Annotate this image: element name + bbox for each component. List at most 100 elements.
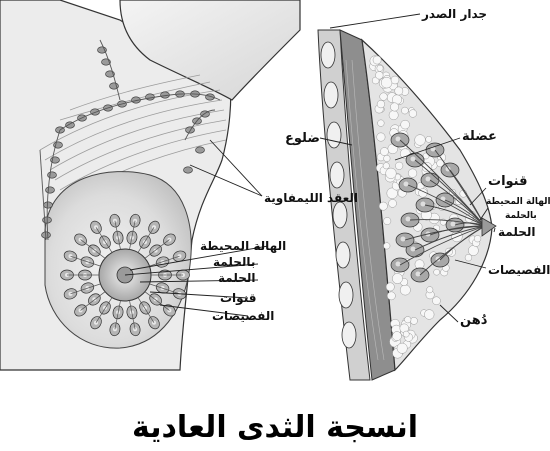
lymph-node	[47, 171, 57, 179]
rib	[320, 41, 336, 69]
side-lobule-highlight	[400, 236, 406, 242]
duct-line	[129, 300, 136, 330]
duct-line	[80, 239, 106, 259]
fat-cell	[386, 187, 398, 199]
rib	[338, 281, 354, 309]
duct-line	[144, 239, 170, 259]
lymph-node	[183, 166, 193, 174]
side-duct	[409, 219, 486, 227]
side-duct	[434, 149, 486, 227]
fat-cell	[383, 242, 391, 250]
fat-cell	[376, 64, 384, 72]
rib	[332, 201, 348, 229]
duct-line	[114, 220, 121, 250]
duct-line	[80, 291, 106, 311]
lymph-node	[43, 201, 53, 209]
label-areola-front-line1: الهالة المحيطة	[200, 239, 287, 253]
fat-cell	[376, 100, 385, 109]
arm	[119, 0, 301, 101]
fat-cell	[377, 119, 385, 127]
fat-cell	[414, 259, 425, 270]
fat-cell	[376, 132, 386, 142]
fat-cell	[382, 162, 390, 170]
side-lobule-highlight	[450, 221, 456, 227]
fat-cell	[401, 106, 409, 115]
label-areola-side-line2: بالحلمة	[505, 211, 537, 221]
fat-cell	[378, 201, 388, 211]
fat-cell	[387, 291, 396, 301]
fat-cell	[380, 76, 393, 89]
fat-cell	[390, 102, 400, 112]
fat-cell	[394, 86, 404, 96]
duct-line	[137, 227, 155, 253]
duct-line	[114, 300, 121, 330]
fat-cell	[390, 75, 400, 85]
label-ribs: ضلوع	[285, 131, 320, 146]
side-ducts	[399, 139, 486, 276]
fat-cell	[392, 331, 402, 341]
rib	[341, 321, 357, 349]
duct-line	[129, 220, 136, 250]
label-lymph-nodes: العقد الليمفاوية	[264, 191, 358, 205]
label-ducts-side: قنوات	[488, 174, 528, 189]
fat-cell	[414, 134, 426, 146]
side-duct	[429, 179, 486, 227]
fat-cell	[473, 235, 482, 243]
rib	[335, 241, 351, 269]
fat-cell	[380, 147, 389, 156]
label-ducts-front: قنوات	[220, 291, 257, 305]
label-nipple-front: الحلمة	[218, 271, 256, 285]
side-duct	[399, 225, 486, 266]
label-areola-side-line1: الهالة المحيطة	[486, 197, 550, 207]
side-duct	[419, 225, 486, 276]
side-lobule-highlight	[395, 136, 401, 142]
fat-cell	[375, 71, 384, 80]
fat-cell	[468, 245, 479, 256]
fat-cell	[372, 55, 382, 65]
label-lobules-front: الفصيصات	[212, 309, 275, 323]
rib	[323, 81, 339, 109]
lymph-node	[45, 186, 55, 194]
fat-cell	[432, 296, 441, 306]
side-lobule-highlight	[425, 176, 431, 182]
label-nipple-side: الحلمة	[498, 225, 536, 239]
side-lobule-highlight	[410, 156, 416, 162]
duct-line	[70, 283, 101, 295]
label-muscle: عضلة	[462, 129, 497, 144]
side-lobule-highlight	[420, 201, 426, 207]
fat-cell	[383, 154, 391, 162]
fat-cell	[421, 162, 433, 173]
side-lobule-highlight	[410, 246, 416, 252]
lymph-node	[65, 121, 75, 129]
duct-line	[144, 291, 170, 311]
fat-cell	[436, 159, 445, 168]
side-duct	[404, 225, 486, 241]
fat-cell	[399, 284, 411, 296]
label-fat: دُهن	[460, 313, 488, 328]
side-lobule-highlight	[415, 271, 421, 277]
side-duct	[424, 204, 486, 227]
figure-title: انسجة الثدى العادية	[132, 410, 418, 445]
label-chest-wall: جدار الصدر	[422, 7, 488, 21]
fat-cell	[433, 268, 440, 276]
fat-cell	[404, 316, 412, 324]
fat-cell	[392, 273, 403, 284]
duct-line	[137, 297, 155, 323]
front-ducts	[67, 220, 183, 330]
fat-cell	[408, 109, 417, 118]
duct-line	[149, 283, 180, 295]
label-lobules-side: الفصيصات	[488, 263, 550, 277]
lymph-node	[195, 146, 205, 154]
label-areola-front-line2: بالحلمة	[213, 255, 256, 269]
duct-line	[95, 227, 113, 253]
rib	[329, 161, 345, 189]
fat-cell	[464, 254, 473, 262]
duct-line	[70, 255, 101, 267]
fat-cell	[379, 92, 388, 101]
side-lobule-highlight	[395, 261, 401, 267]
fat-cell	[402, 330, 410, 338]
fat-cell	[388, 199, 397, 208]
fat-cell	[385, 167, 397, 179]
side-duct	[407, 184, 486, 227]
